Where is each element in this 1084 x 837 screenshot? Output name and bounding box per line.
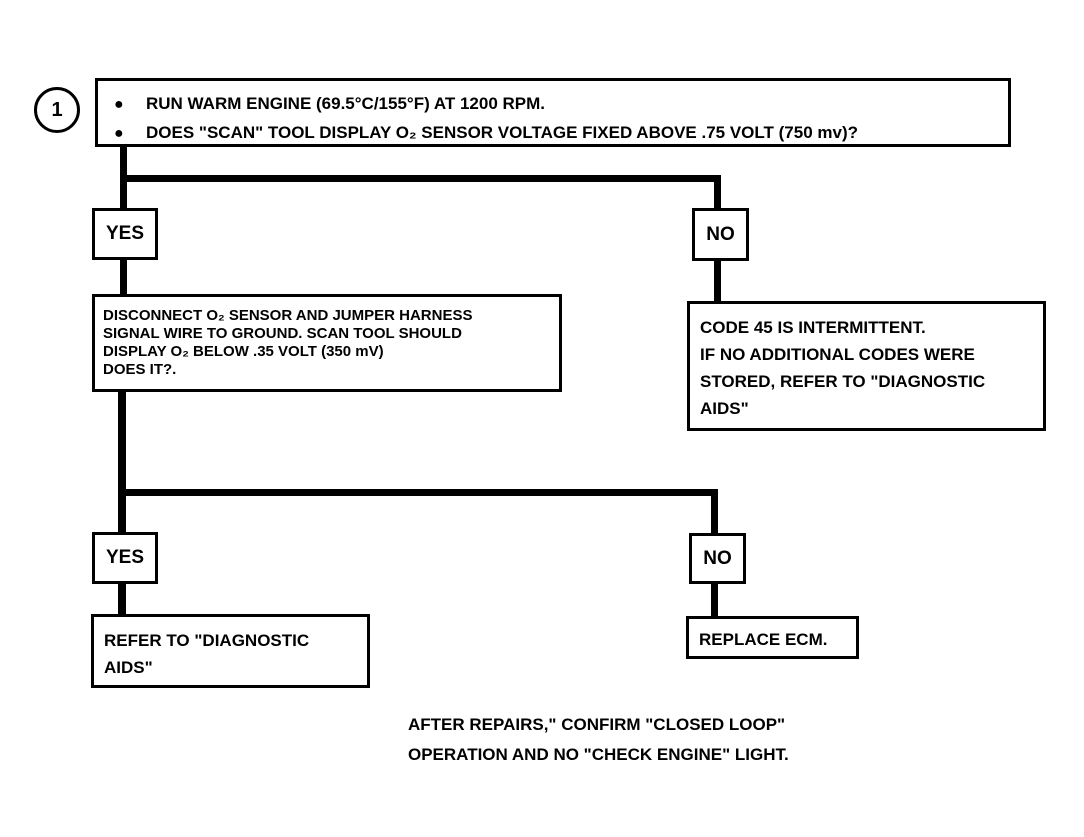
step-number-circle: 1 bbox=[34, 87, 80, 133]
no-label-1: NO bbox=[706, 223, 735, 245]
bullet-icon: ● bbox=[114, 125, 124, 142]
yes-label-1: YES bbox=[105, 223, 145, 244]
footer-note: AFTER REPAIRS," CONFIRM "CLOSED LOOP" OP… bbox=[408, 710, 789, 770]
step-number: 1 bbox=[51, 98, 63, 121]
instruction-text-2: DOES "SCAN" TOOL DISPLAY O₂ SENSOR VOLTA… bbox=[146, 123, 858, 142]
refer-diagnostic-line-2: AIDS" bbox=[104, 658, 153, 677]
connector-top-right-drop bbox=[714, 175, 721, 210]
connector-yes1-down bbox=[120, 258, 127, 296]
code-intermittent-line-4: AIDS" bbox=[700, 399, 749, 418]
footer-line-2: OPERATION AND NO "CHECK ENGINE" LIGHT. bbox=[408, 745, 789, 764]
disconnect-sensor-box: DISCONNECT O₂ SENSOR AND JUMPER HARNESS … bbox=[92, 294, 562, 392]
code-intermittent-box: CODE 45 IS INTERMITTENT. IF NO ADDITIONA… bbox=[687, 301, 1046, 431]
refer-diagnostic-line-1: REFER TO "DIAGNOSTIC bbox=[104, 631, 310, 650]
bullet-icon: ● bbox=[114, 96, 124, 113]
instruction-text-1: RUN WARM ENGINE (69.5°C/155°F) AT 1200 R… bbox=[146, 94, 546, 113]
replace-ecm-text: REPLACE ECM. bbox=[699, 630, 828, 649]
footer-line-1: AFTER REPAIRS," CONFIRM "CLOSED LOOP" bbox=[408, 715, 786, 734]
connector-top-horizontal bbox=[120, 175, 721, 182]
code-intermittent-line-3: STORED, REFER TO "DIAGNOSTIC bbox=[700, 372, 986, 391]
instruction-line-1: ● RUN WARM ENGINE (69.5°C/155°F) AT 1200… bbox=[104, 90, 1008, 119]
disconnect-text-line-3: DISPLAY O₂ BELOW .35 VOLT (350 mV) bbox=[103, 343, 384, 360]
connector-no1-down bbox=[714, 259, 721, 303]
yes-label-2: YES bbox=[105, 547, 145, 568]
replace-ecm-box: REPLACE ECM. bbox=[686, 616, 859, 659]
yes-label-box-1: YES bbox=[92, 208, 158, 260]
refer-diagnostic-box: REFER TO "DIAGNOSTIC AIDS" bbox=[91, 614, 370, 688]
connector-no2-down bbox=[711, 582, 718, 618]
disconnect-text-line-4: DOES IT?. bbox=[103, 361, 177, 378]
no-label-2: NO bbox=[703, 547, 732, 569]
no-label-box-2: NO bbox=[689, 533, 746, 584]
connector-yes2-down bbox=[118, 582, 126, 616]
code-intermittent-line-1: CODE 45 IS INTERMITTENT. bbox=[700, 318, 926, 337]
connector-mid-right-drop bbox=[711, 489, 718, 535]
disconnect-text-line-1: DISCONNECT O₂ SENSOR AND JUMPER HARNESS bbox=[103, 307, 473, 324]
yes-label-box-2: YES bbox=[92, 532, 158, 584]
connector-mid-horizontal bbox=[118, 489, 718, 496]
connector-mid-trunk bbox=[118, 390, 126, 536]
disconnect-text-line-2: SIGNAL WIRE TO GROUND. SCAN TOOL SHOULD bbox=[103, 325, 462, 342]
no-label-box-1: NO bbox=[692, 208, 749, 261]
instruction-line-2: ● DOES "SCAN" TOOL DISPLAY O₂ SENSOR VOL… bbox=[104, 119, 1008, 148]
code-intermittent-line-2: IF NO ADDITIONAL CODES WERE bbox=[700, 345, 975, 364]
step-instruction-box: ● RUN WARM ENGINE (69.5°C/155°F) AT 1200… bbox=[95, 78, 1011, 147]
